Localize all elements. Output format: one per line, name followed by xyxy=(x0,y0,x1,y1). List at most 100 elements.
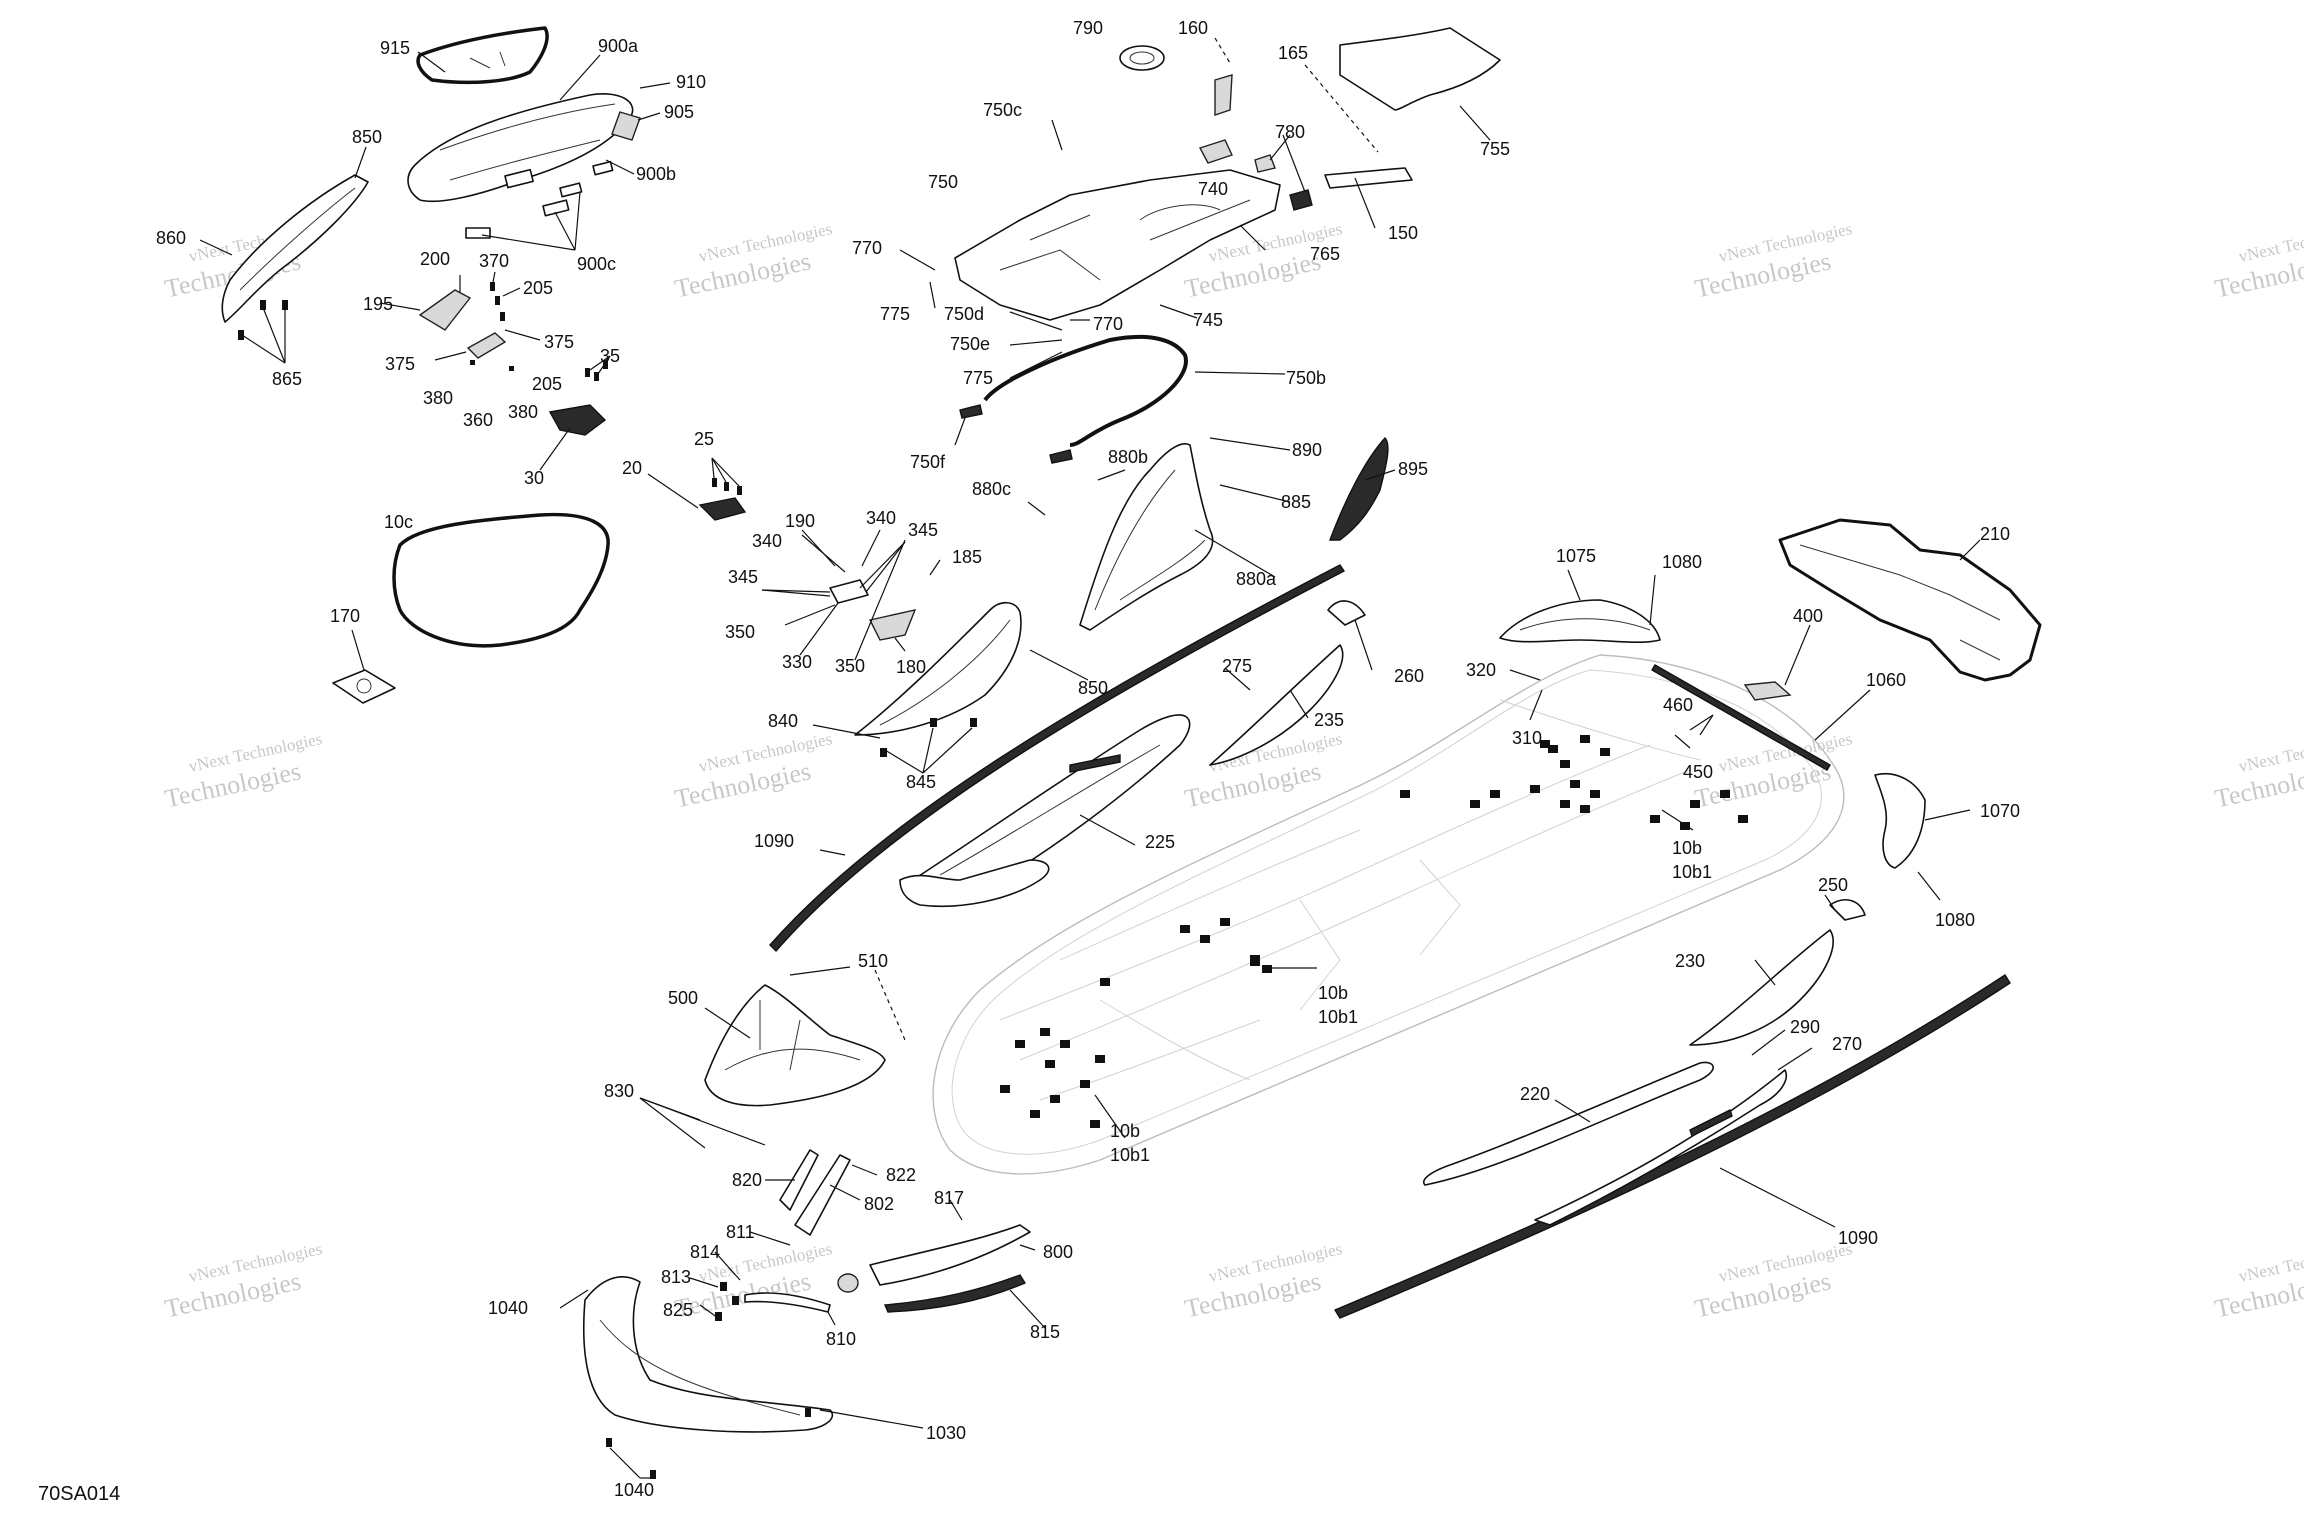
part-160-bracket xyxy=(1214,74,1233,116)
callout-205: 205 xyxy=(523,278,553,298)
callout-400: 400 xyxy=(1793,606,1823,626)
callout-1040: 1040 xyxy=(488,1298,528,1318)
part-800-light xyxy=(869,1224,1031,1286)
callout-860: 860 xyxy=(156,228,186,248)
part-765-clip xyxy=(1289,189,1313,211)
callout-885: 885 xyxy=(1281,492,1311,512)
part-1090-rail-right xyxy=(1333,974,2011,1319)
callout-750e: 750e xyxy=(950,334,990,354)
callout-1060: 1060 xyxy=(1866,670,1906,690)
callout-190: 190 xyxy=(785,511,815,531)
callout-830: 830 xyxy=(604,1081,634,1101)
callout-1090: 1090 xyxy=(1838,1228,1878,1248)
callout-380: 380 xyxy=(423,388,453,408)
callout-820: 820 xyxy=(732,1170,762,1190)
part-270-insert xyxy=(1689,1109,1733,1137)
part-780-latch xyxy=(1198,139,1233,164)
callout-770: 770 xyxy=(852,238,882,258)
callout-814: 814 xyxy=(690,1242,720,1262)
part-1060-strip xyxy=(1651,664,1831,771)
leader-lines xyxy=(199,37,1981,1479)
callout-270: 270 xyxy=(1832,1034,1862,1054)
callout-10b1: 10b1 xyxy=(1110,1145,1150,1165)
watermarks: vNext Technologies Technologies vNext Te… xyxy=(162,219,2304,1323)
part-905-latch xyxy=(611,111,641,141)
callout-260: 260 xyxy=(1394,666,1424,686)
part-915-panel xyxy=(416,26,549,85)
callout-225: 225 xyxy=(1145,832,1175,852)
part-225-insert xyxy=(1069,754,1121,773)
callout-380: 380 xyxy=(508,402,538,422)
callout-350: 350 xyxy=(725,622,755,642)
part-210-seat xyxy=(1778,518,2042,682)
callout-745: 745 xyxy=(1193,310,1223,330)
part-1070-cover xyxy=(1874,773,1926,869)
callout-345: 345 xyxy=(908,520,938,540)
part-820-bracket xyxy=(779,1149,819,1211)
callout-845: 845 xyxy=(906,772,936,792)
part-195-latch xyxy=(418,289,472,331)
callout-740: 740 xyxy=(1198,179,1228,199)
callout-310: 310 xyxy=(1512,728,1542,748)
part-270-trim xyxy=(1534,1069,1787,1226)
callout-822: 822 xyxy=(886,1165,916,1185)
callout-750f: 750f xyxy=(910,452,946,472)
part-330-bracket xyxy=(829,579,869,604)
callout-340: 340 xyxy=(752,531,782,551)
callout-755: 755 xyxy=(1480,139,1510,159)
callout-185: 185 xyxy=(952,547,982,567)
callout-780: 780 xyxy=(1275,122,1305,142)
callout-35: 35 xyxy=(600,346,620,366)
part-150-rail xyxy=(1324,167,1413,189)
part-360-hinge xyxy=(466,332,507,359)
callout-195: 195 xyxy=(363,294,393,314)
part-900a-cover xyxy=(407,93,634,203)
callout-915: 915 xyxy=(380,38,410,58)
part-895-panel xyxy=(1328,436,1389,541)
callout-220: 220 xyxy=(1520,1084,1550,1104)
callout-750c: 750c xyxy=(983,100,1022,120)
callout-450: 450 xyxy=(1683,762,1713,782)
callout-905: 905 xyxy=(664,102,694,122)
part-750f-clip xyxy=(1049,449,1073,464)
callout-160: 160 xyxy=(1178,18,1208,38)
callout-250: 250 xyxy=(1818,875,1848,895)
part-220-trim xyxy=(1423,1061,1714,1186)
callout-865: 865 xyxy=(272,369,302,389)
callout-275: 275 xyxy=(1222,656,1252,676)
part-400-bracket xyxy=(1743,681,1792,701)
callout-200: 200 xyxy=(420,249,450,269)
callout-350: 350 xyxy=(835,656,865,676)
callout-1070: 1070 xyxy=(1980,801,2020,821)
callout-817: 817 xyxy=(934,1188,964,1208)
callout-1090: 1090 xyxy=(754,831,794,851)
callout-800: 800 xyxy=(1043,1242,1073,1262)
callout-210: 210 xyxy=(1980,524,2010,544)
callout-810: 810 xyxy=(826,1329,856,1349)
part-30-handle xyxy=(548,404,607,436)
part-1075-cover xyxy=(1499,599,1661,644)
callout-510: 510 xyxy=(858,951,888,971)
part-20-bracket xyxy=(698,497,747,521)
callout-170: 170 xyxy=(330,606,360,626)
callout-1030: 1030 xyxy=(926,1423,966,1443)
callout-10b1: 10b1 xyxy=(1318,1007,1358,1027)
part-811-fitting xyxy=(837,1273,859,1293)
callout-895: 895 xyxy=(1398,459,1428,479)
callout-500: 500 xyxy=(668,988,698,1008)
callout-900a: 900a xyxy=(598,36,639,56)
callout-900c: 900c xyxy=(577,254,616,274)
part-840-panel xyxy=(854,601,1022,736)
callout-25: 25 xyxy=(694,429,714,449)
callout-10b: 10b xyxy=(1672,838,1702,858)
callout-880c: 880c xyxy=(972,479,1011,499)
callout-750d: 750d xyxy=(944,304,984,324)
callout-165: 165 xyxy=(1278,43,1308,63)
callout-775: 775 xyxy=(963,368,993,388)
part-1090-rail-left xyxy=(769,564,1346,953)
callout-802: 802 xyxy=(864,1194,894,1214)
callout-880b: 880b xyxy=(1108,447,1148,467)
callout-330: 330 xyxy=(782,652,812,672)
callout-205: 205 xyxy=(532,374,562,394)
callout-10b: 10b xyxy=(1318,983,1348,1003)
